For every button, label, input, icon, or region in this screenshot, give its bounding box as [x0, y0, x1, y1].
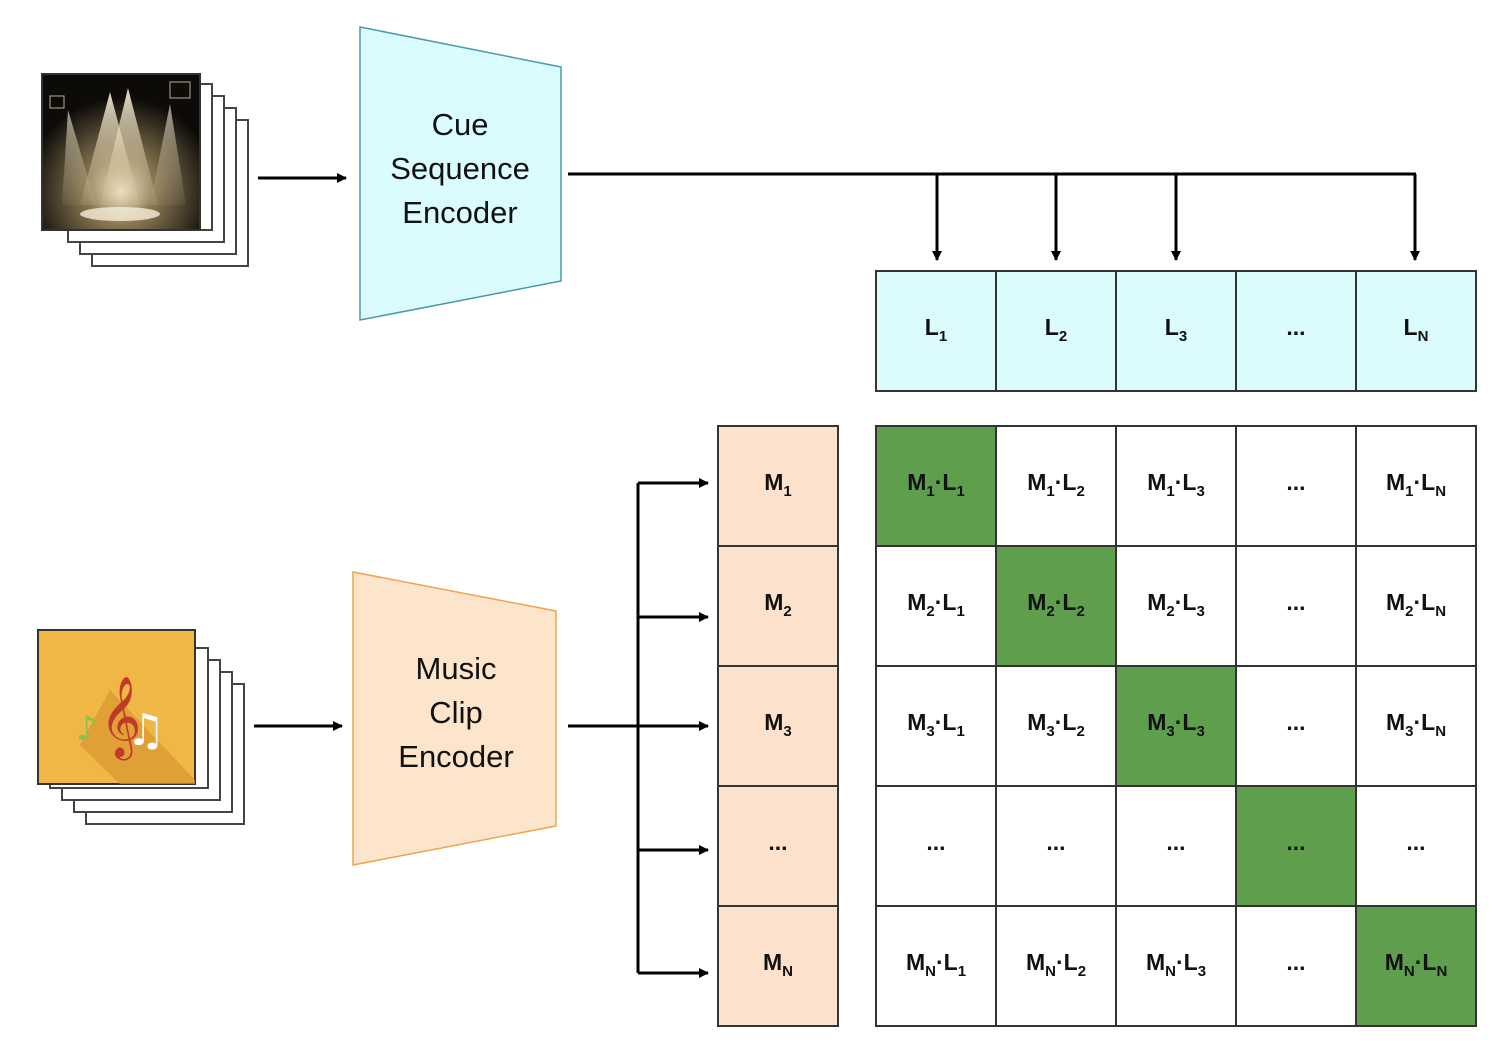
m-cell: [717, 665, 839, 787]
matrix-cell: [875, 545, 997, 667]
matrix-cell-label: MN·LN: [1385, 949, 1448, 980]
matrix-cell-label: ...: [1046, 829, 1065, 855]
matrix-cell-label: M2·LN: [1386, 589, 1446, 620]
matrix-cell: [995, 905, 1117, 1027]
matrix-cell: [1115, 545, 1237, 667]
matrix-cell-positive: [1355, 905, 1477, 1027]
similarity-matrix: M1·L1 M1·L2 M1·L3... M1·LN M2·L1 M2·L2 M2·L3..…: [875, 425, 1477, 1027]
l-cell: [1355, 270, 1477, 392]
matrix-cell-label: M3·L1: [907, 709, 965, 740]
svg-text:𝄞: 𝄞: [100, 675, 141, 760]
cue-output-connector: [568, 172, 1420, 261]
m-cell: [717, 905, 839, 1027]
matrix-cell-label: ...: [1286, 469, 1305, 495]
matrix-cell-positive: [1235, 785, 1357, 907]
matrix-cell-label: MN·L3: [1146, 949, 1206, 980]
l-cell-label: ...: [1286, 314, 1305, 340]
matrix-cell-label: M2·L2: [1027, 589, 1085, 620]
svg-text:♫: ♫: [126, 705, 165, 756]
matrix-cell: [1235, 665, 1357, 787]
cue-embedding-row: L1 L2 L3... LN: [875, 270, 1477, 392]
matrix-cell-label: ...: [1286, 709, 1305, 735]
matrix-cell-label: M3·LN: [1386, 709, 1446, 740]
music-encoder-label-line3: Encoder: [398, 739, 513, 774]
matrix-cell-label: M3·L2: [1027, 709, 1085, 740]
matrix-cell: [1115, 785, 1237, 907]
matrix-cell-positive: [1115, 665, 1237, 787]
matrix-cell: [1355, 785, 1477, 907]
m-cell-label: ...: [768, 829, 787, 855]
matrix-cell-label: ...: [1166, 829, 1185, 855]
matrix-cell-label: ...: [1286, 949, 1305, 975]
stage-spotlight-image-stack-icon: [41, 73, 249, 267]
cue-encoder-label-line1: Cue: [432, 107, 489, 142]
music-note-image-stack-icon: 𝄞 ♫ ♪: [37, 629, 245, 825]
l-cell: [1235, 270, 1357, 392]
matrix-cell: [1235, 905, 1357, 1027]
l-cell-label: L3: [1165, 314, 1187, 345]
matrix-cell: [1115, 425, 1237, 547]
music-clip-encoder: Music Clip Encoder: [352, 571, 557, 866]
cue-sequence-encoder: Cue Sequence Encoder: [359, 26, 562, 321]
music-encoder-label-line2: Clip: [429, 695, 482, 730]
m-cell-label: MN: [763, 949, 793, 980]
matrix-cell-label: M3·L3: [1147, 709, 1205, 740]
matrix-cell-label: ...: [926, 829, 945, 855]
matrix-cell-label: M1·LN: [1386, 469, 1446, 500]
matrix-cell-positive: [875, 425, 997, 547]
matrix-cell-label: MN·L2: [1026, 949, 1086, 980]
matrix-cell-label: M2·L1: [907, 589, 965, 620]
svg-text:♪: ♪: [76, 709, 98, 749]
music-output-connector: [568, 478, 709, 978]
matrix-cell-label: M1·L2: [1027, 469, 1085, 500]
matrix-cell-label: M2·L3: [1147, 589, 1205, 620]
matrix-cell-label: M1·L1: [907, 469, 965, 500]
matrix-cell-positive: [995, 545, 1117, 667]
m-cell: [717, 545, 839, 667]
matrix-cell: [1355, 545, 1477, 667]
l-cell: [1115, 270, 1237, 392]
m-cell-label: M2: [764, 589, 792, 620]
m-cell: [717, 425, 839, 547]
l-cell-label: L1: [925, 314, 947, 345]
matrix-cell: [875, 905, 997, 1027]
matrix-cell-label: ...: [1406, 829, 1425, 855]
matrix-cell-label: ...: [1286, 829, 1305, 855]
matrix-cell: [1115, 905, 1237, 1027]
l-cell-label: LN: [1404, 314, 1429, 345]
matrix-cell-label: ...: [1286, 589, 1305, 615]
matrix-cell: [1355, 425, 1477, 547]
l-cell-label: L2: [1045, 314, 1067, 345]
music-encoder-label-line1: Music: [416, 651, 497, 686]
m-cell: [717, 785, 839, 907]
cue-encoder-label-line2: Sequence: [390, 151, 530, 186]
matrix-cell-label: MN·L1: [906, 949, 966, 980]
matrix-cell: [995, 785, 1117, 907]
l-cell: [875, 270, 997, 392]
matrix-cell-label: M1·L3: [1147, 469, 1205, 500]
m-cell-label: M3: [764, 709, 792, 740]
l-cell: [995, 270, 1117, 392]
matrix-cell: [1235, 425, 1357, 547]
m-cell-label: M1: [764, 469, 792, 500]
cue-encoder-label-line3: Encoder: [402, 195, 517, 230]
